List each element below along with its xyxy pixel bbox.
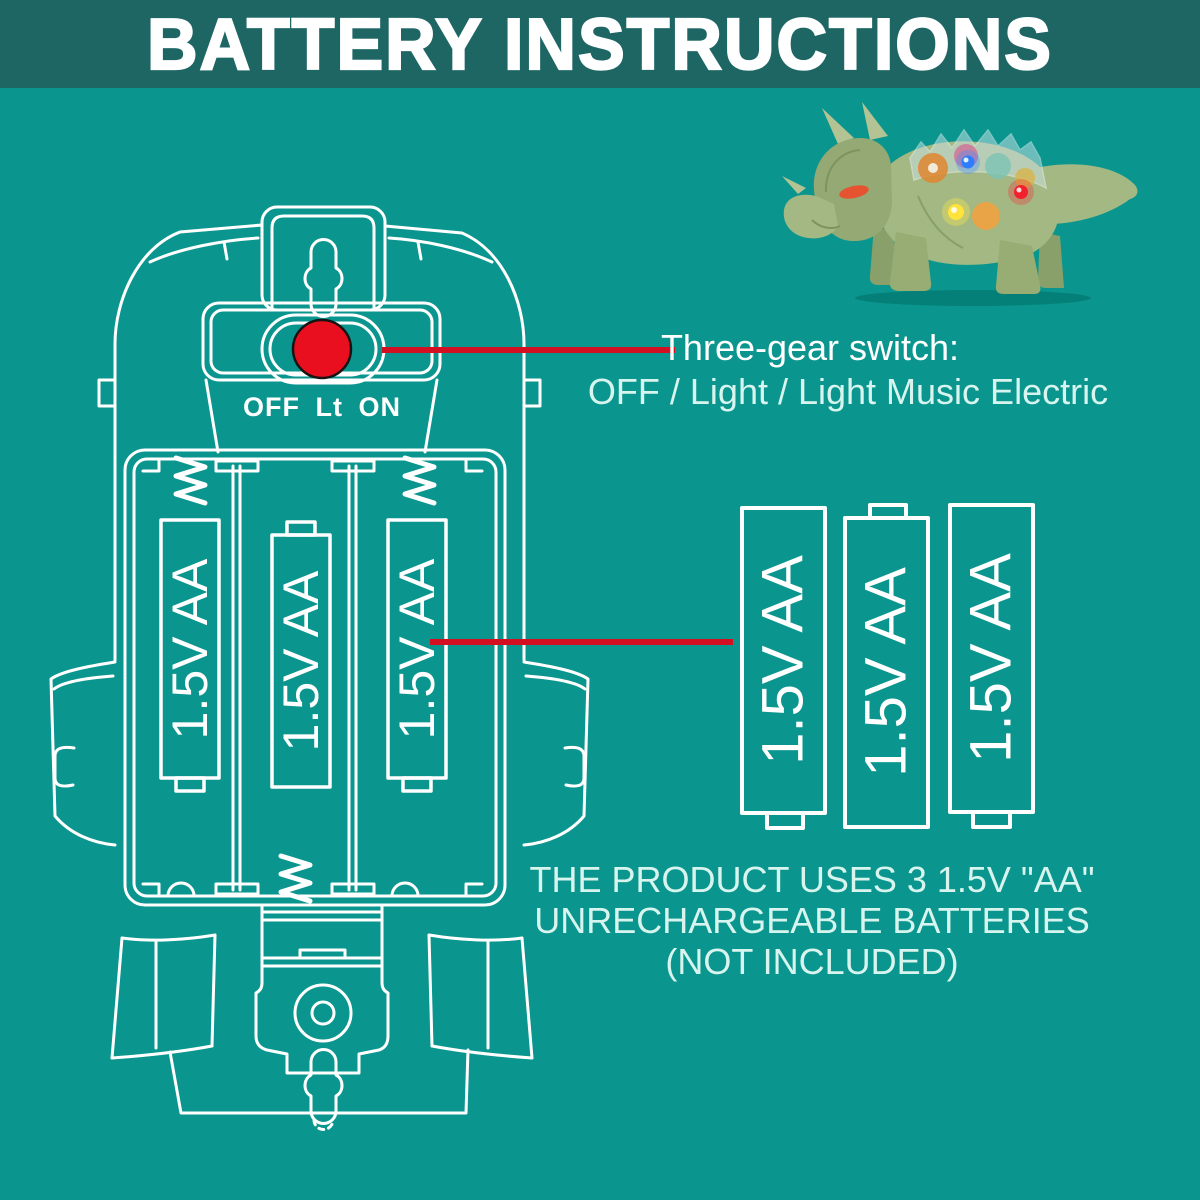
switch-panel	[201, 301, 442, 382]
aa-battery-label: 1.5V AA	[853, 567, 919, 777]
toy-eye	[839, 185, 869, 199]
gears-and-lights	[918, 144, 1035, 230]
aa-battery-trio	[740, 503, 1035, 830]
switch-positions-label: OFF Lt ON	[243, 392, 401, 422]
battery-note-line: (NOT INCLUDED)	[665, 941, 959, 982]
toy-outline	[49, 205, 590, 1131]
slot-battery-label: 1.5V AA	[389, 558, 445, 740]
battery-note-line: UNRECHARGEABLE BATTERIES	[534, 900, 1090, 941]
spring-contacts	[173, 455, 437, 904]
slot-battery-label: 1.5V AA	[162, 558, 218, 740]
slot-battery-label: 1.5V AA	[273, 570, 329, 752]
battery-note: THE PRODUCT USES 3 1.5V "AA" UNRECHARGEA…	[512, 859, 1112, 982]
toy-shadow	[855, 290, 1091, 306]
battery-note-line: THE PRODUCT USES 3 1.5V "AA"	[529, 859, 1095, 900]
header-banner: BATTERY INSTRUCTIONS	[0, 0, 1200, 88]
switch-annotation-modes: OFF / Light / Light Music Electric	[587, 371, 1109, 412]
switch-annotation-title: Three-gear switch:	[660, 327, 960, 368]
triceratops-toy-image	[782, 102, 1138, 306]
aa-battery-label: 1.5V AA	[958, 553, 1024, 763]
switch-knob	[291, 318, 353, 380]
annotation-lines	[382, 347, 733, 645]
page-title: BATTERY INSTRUCTIONS	[146, 2, 1053, 85]
aa-battery-label: 1.5V AA	[750, 555, 816, 765]
installed-batteries	[159, 518, 448, 793]
screw-boss	[293, 983, 353, 1043]
